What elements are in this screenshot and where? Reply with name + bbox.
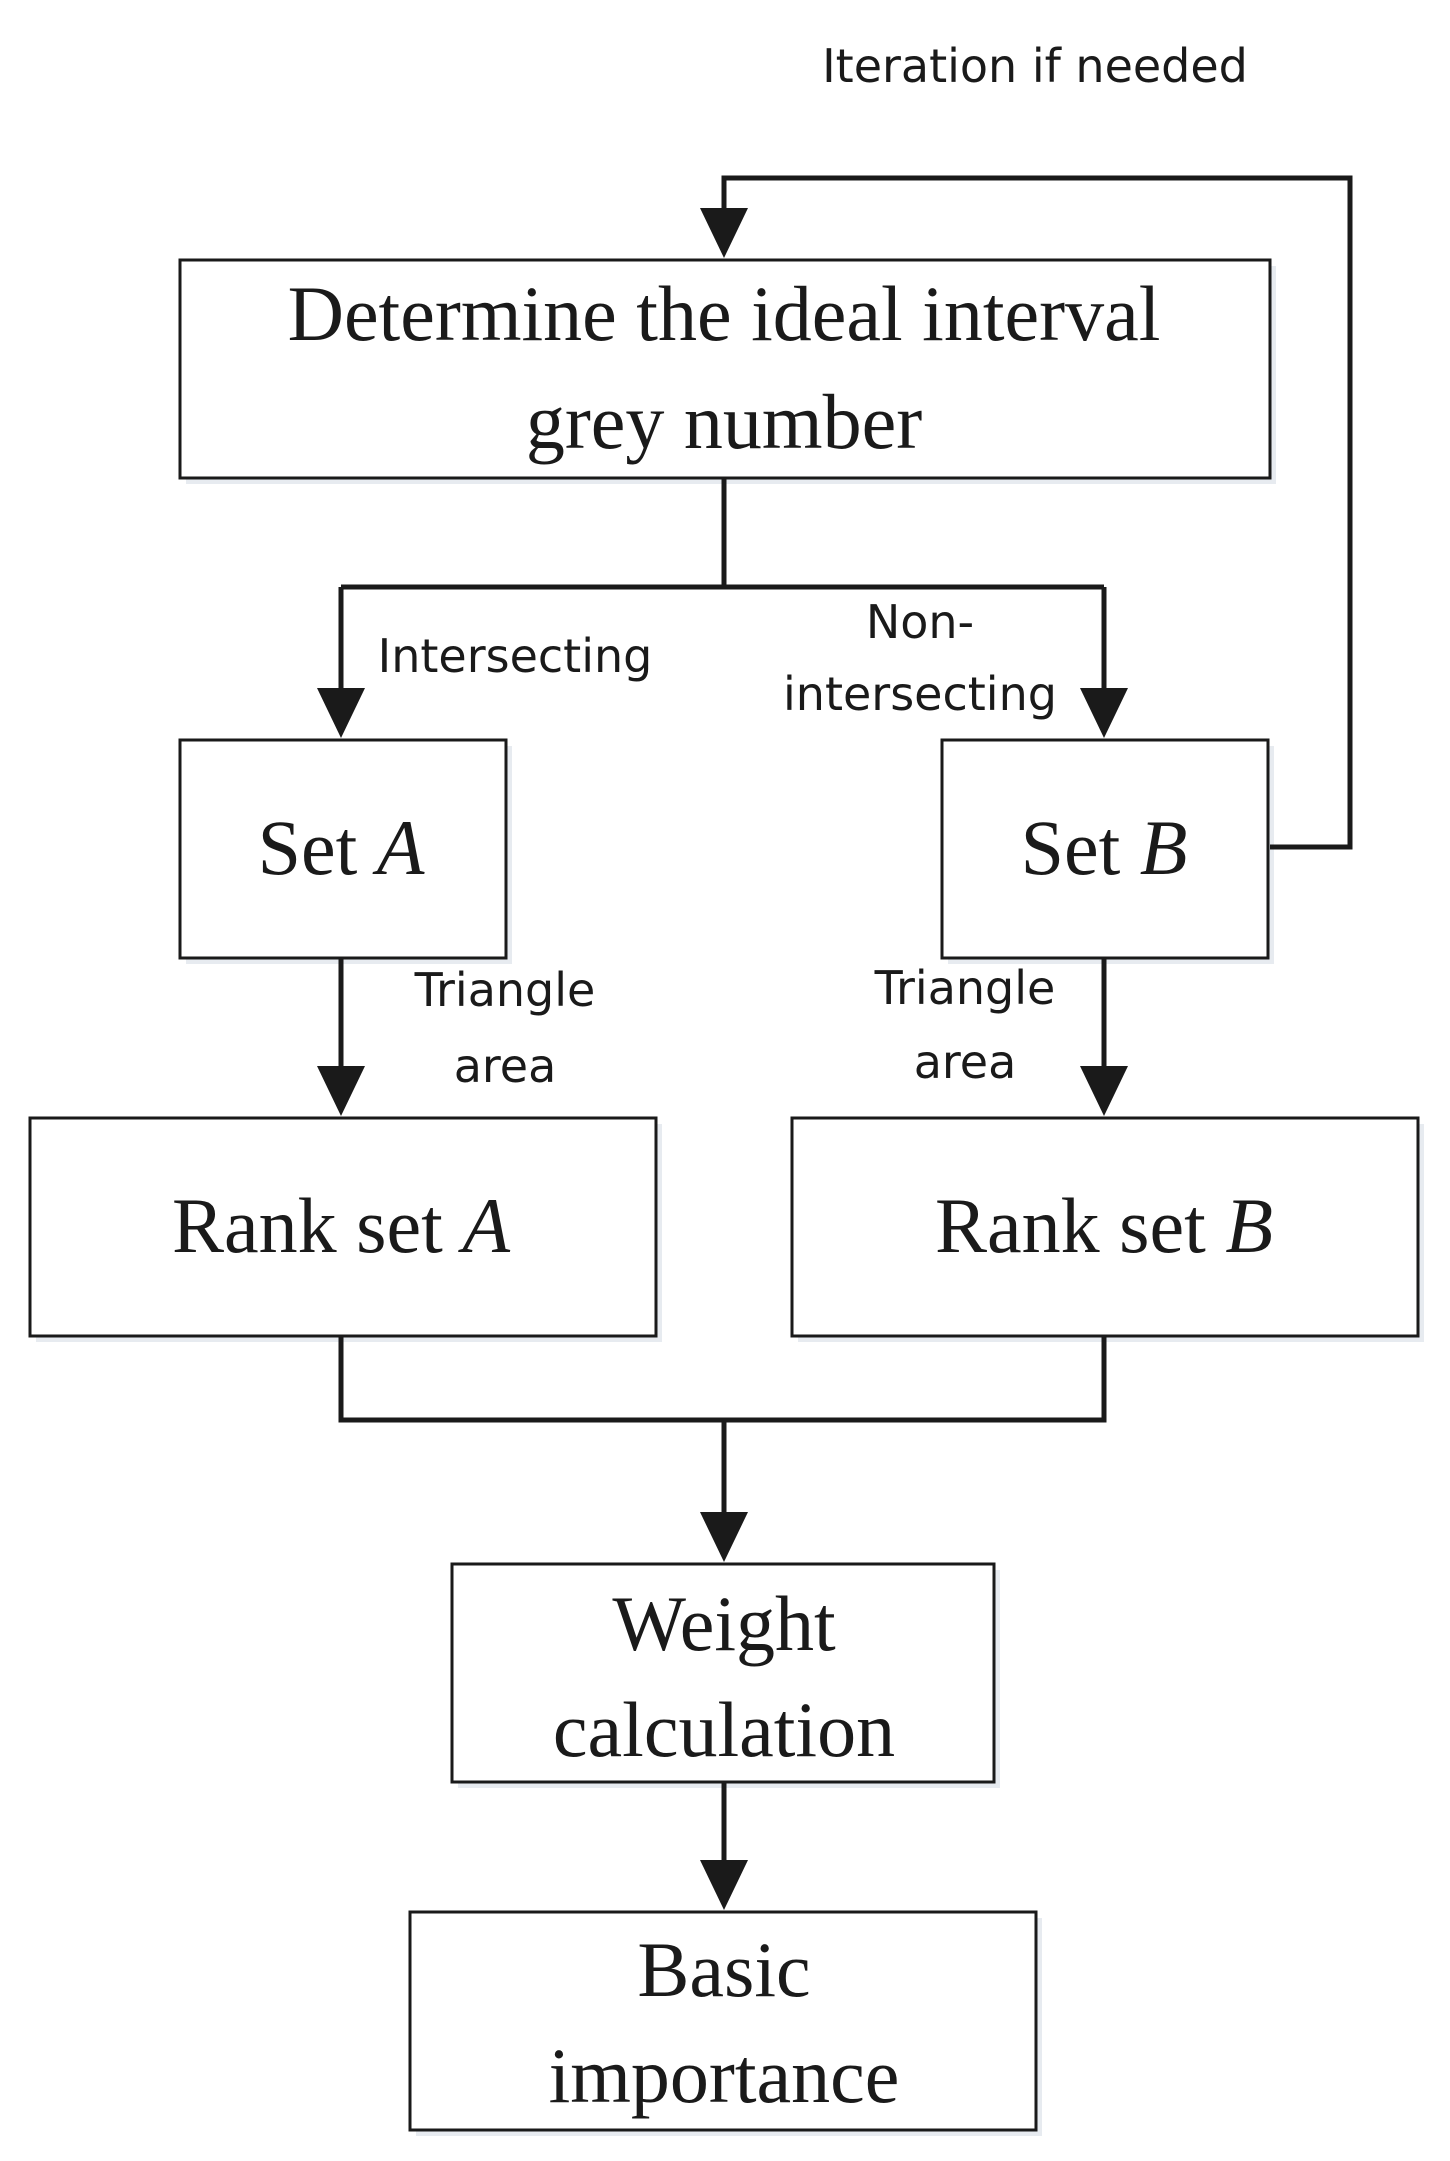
triangle-area-right-line1: Triangle: [874, 961, 1056, 1015]
weight-box-line1: Weight: [612, 1580, 836, 1667]
set-b-box: [940, 738, 1270, 960]
rank-set-b-label: Rank set B: [935, 1182, 1273, 1269]
set-a-label: Set A: [258, 804, 425, 891]
triangle-area-left-line2: area: [454, 1039, 557, 1093]
weight-box-line2: calculation: [553, 1686, 895, 1773]
ideal-interval-box: [178, 258, 1272, 480]
weight-calculation-box: [450, 1562, 996, 1784]
arrowhead-to-weight-box: [700, 1512, 748, 1562]
basic-box-line1: Basic: [637, 1926, 810, 2013]
arrowhead-to-set-a: [317, 688, 365, 738]
iteration-loop-line: [721, 175, 1353, 850]
arrowhead-to-rank-a: [317, 1066, 365, 1116]
rank-set-a-label: Rank set A: [172, 1182, 510, 1269]
triangle-area-right-line2: area: [914, 1035, 1017, 1089]
arrowhead-to-basic-box: [700, 1860, 748, 1910]
set-b-label: Set B: [1021, 804, 1188, 891]
ideal-box-line2: grey number: [526, 378, 922, 465]
arrowhead-to-rank-b: [1080, 1066, 1128, 1116]
iteration-label: Iteration if needed: [822, 39, 1248, 93]
rank-set-a-box: [28, 1116, 658, 1338]
set-a-box: [178, 738, 508, 960]
basic-box-line2: importance: [549, 2032, 900, 2119]
ideal-box-line1: Determine the ideal interval: [288, 270, 1161, 357]
ranks-merge-line: [338, 1336, 1107, 1423]
non-intersecting-label-line1: Non-: [866, 595, 974, 649]
triangle-area-left-line1: Triangle: [414, 963, 596, 1017]
arrowhead-to-set-b: [1080, 688, 1128, 738]
rank-set-b-box: [790, 1116, 1420, 1338]
arrowhead-to-ideal-box: [700, 208, 748, 258]
non-intersecting-label-line2: intersecting: [783, 667, 1057, 721]
basic-importance-box: [408, 1910, 1038, 2132]
intersecting-label: Intersecting: [378, 629, 653, 683]
